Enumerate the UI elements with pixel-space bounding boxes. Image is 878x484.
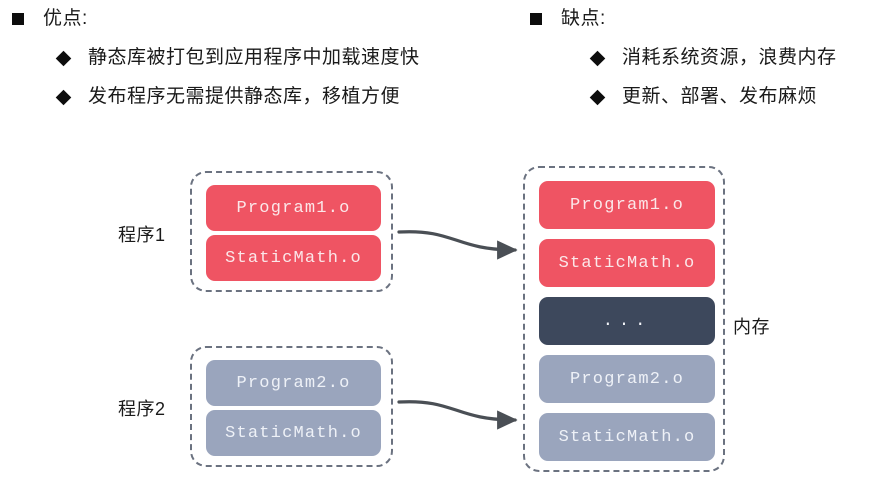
square-bullet-icon	[12, 13, 24, 25]
advantages-heading-row: 优点:	[12, 6, 88, 32]
diamond-bullet-icon	[589, 89, 606, 106]
memory-module-program1[interactable]: Program1.o	[539, 181, 715, 229]
program-group-1-module-2[interactable]: StaticMath.o	[206, 235, 381, 281]
memory-module-staticmath-2[interactable]: StaticMath.o	[539, 413, 715, 461]
advantages-item-2: 发布程序无需提供静态库，移植方便	[88, 86, 401, 107]
advantages-heading: 优点:	[43, 8, 88, 29]
memory-label: 内存	[733, 317, 770, 337]
disadvantages-item-2: 更新、部署、发布麻烦	[622, 86, 818, 107]
diamond-bullet-icon	[55, 89, 72, 106]
advantages-item-1-row: 静态库被打包到应用程序中加载速度快	[55, 45, 420, 71]
memory-module-ellipsis[interactable]: ...	[539, 297, 715, 345]
memory-module-staticmath-1[interactable]: StaticMath.o	[539, 239, 715, 287]
advantages-item-2-row: 发布程序无需提供静态库，移植方便	[55, 84, 401, 110]
diamond-bullet-icon	[589, 50, 606, 67]
disadvantages-heading-row: 缺点:	[530, 6, 606, 32]
memory-group: Program1.o StaticMath.o ... Program2.o S…	[523, 166, 725, 472]
advantages-item-1: 静态库被打包到应用程序中加载速度快	[88, 47, 420, 68]
memory-module-program2[interactable]: Program2.o	[539, 355, 715, 403]
diamond-bullet-icon	[55, 50, 72, 67]
program-group-2: Program2.o StaticMath.o	[190, 346, 393, 467]
disadvantages-item-1: 消耗系统资源，浪费内存	[622, 47, 837, 68]
program-group-2-module-1[interactable]: Program2.o	[206, 360, 381, 406]
program-group-1-module-1[interactable]: Program1.o	[206, 185, 381, 231]
square-bullet-icon	[530, 13, 542, 25]
disadvantages-item-2-row: 更新、部署、发布麻烦	[589, 84, 818, 110]
arrow-program2-to-memory	[397, 400, 518, 430]
program-group-1: Program1.o StaticMath.o	[190, 171, 393, 292]
program-group-2-label: 程序2	[118, 399, 166, 419]
disadvantages-item-1-row: 消耗系统资源，浪费内存	[589, 45, 837, 71]
disadvantages-heading: 缺点:	[561, 8, 606, 29]
program-group-2-module-2[interactable]: StaticMath.o	[206, 410, 381, 456]
arrow-program1-to-memory	[397, 230, 518, 260]
program-group-1-label: 程序1	[118, 225, 166, 245]
